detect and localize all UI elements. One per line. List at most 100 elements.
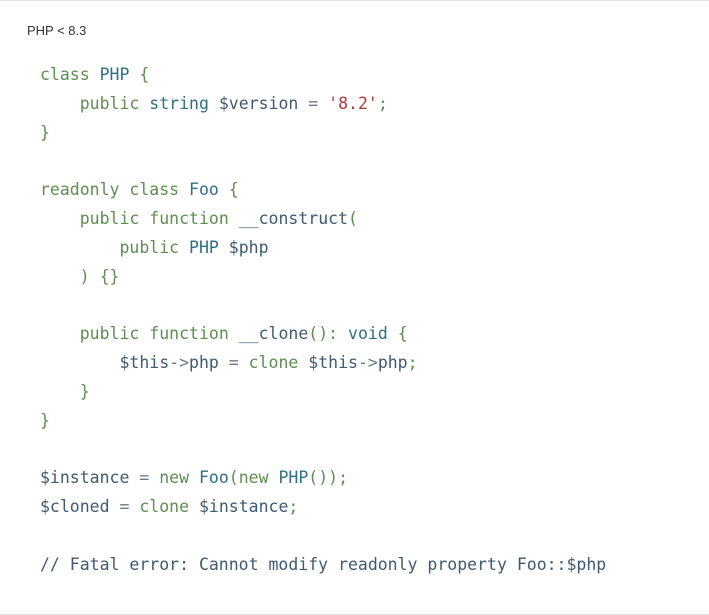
code-token: ());: [308, 468, 349, 488]
code-token: class: [129, 180, 180, 200]
code-line: }: [40, 378, 606, 407]
code-token: new: [238, 468, 269, 488]
code-token: [179, 238, 189, 257]
code-token: [129, 468, 139, 487]
code-line: $instance = new Foo(new PHP());: [40, 464, 606, 493]
code-token: function: [149, 208, 229, 228]
code-token: [388, 324, 398, 343]
code-token: [219, 180, 229, 199]
code-token: PHP: [99, 65, 130, 84]
code-token: [338, 324, 348, 343]
code-token: $instance: [40, 468, 130, 488]
code-token: public: [79, 208, 140, 228]
code-token: ->: [357, 352, 378, 372]
code-token: ->: [169, 352, 190, 372]
code-token: [189, 497, 199, 516]
code-token: Foo: [189, 180, 219, 200]
code-token: [219, 238, 229, 257]
code-block: class PHP { public string $version = '8.…: [40, 61, 606, 579]
code-token: $this: [119, 352, 170, 372]
code-token: ) {}: [79, 266, 120, 286]
code-token: public: [119, 237, 180, 257]
code-token: [239, 353, 249, 372]
code-token: [139, 324, 149, 343]
code-line: $this->php = clone $this->php;: [40, 349, 606, 378]
code-token: new: [159, 468, 190, 488]
code-token: function: [149, 324, 229, 344]
code-token: string: [149, 93, 209, 113]
code-token: =: [119, 496, 130, 516]
code-token: }: [79, 381, 90, 401]
code-token: $instance: [198, 496, 289, 516]
code-token: php: [377, 352, 408, 372]
code-token: [139, 209, 149, 228]
code-line: readonly class Foo {: [40, 176, 606, 205]
code-line: // Fatal error: Cannot modify readonly p…: [40, 551, 606, 580]
code-line: [40, 147, 606, 176]
code-token: (: [348, 208, 358, 228]
code-token: [298, 353, 308, 372]
code-line: class PHP {: [40, 61, 606, 90]
code-line: [40, 522, 606, 551]
code-token: [219, 353, 229, 372]
code-token: $cloned: [40, 496, 110, 516]
code-token: __clone: [238, 324, 309, 344]
version-label: PHP < 8.3: [27, 23, 87, 38]
code-token: [110, 497, 120, 516]
code-token: }: [40, 410, 50, 430]
code-token: [318, 94, 328, 113]
code-token: __construct: [238, 208, 348, 228]
code-line: }: [40, 119, 606, 148]
code-token: Foo: [198, 468, 229, 488]
code-token: (: [228, 468, 239, 488]
code-token: ;: [407, 352, 418, 372]
code-line: [40, 435, 606, 464]
code-line: public function __construct(: [40, 205, 606, 234]
code-token: {: [139, 65, 150, 84]
code-token: }: [40, 122, 50, 142]
code-token: class: [40, 65, 90, 84]
code-token: [40, 267, 80, 286]
code-token: clone: [139, 496, 190, 516]
code-token: ;: [288, 496, 299, 516]
code-token: [119, 180, 129, 199]
code-token: [139, 94, 149, 113]
code-line: $cloned = clone $instance;: [40, 493, 606, 522]
code-token: $version: [218, 93, 299, 113]
code-token: ():: [308, 324, 339, 344]
code-token: [40, 382, 80, 401]
code-token: [40, 324, 80, 343]
code-token: [149, 468, 159, 487]
code-token: readonly: [40, 180, 120, 200]
code-token: public: [79, 93, 140, 113]
code-token: [229, 209, 239, 228]
code-token: [129, 497, 139, 516]
code-token: $this: [308, 352, 358, 372]
code-line: [40, 291, 606, 320]
code-token: =: [308, 93, 319, 113]
code-token: clone: [248, 352, 299, 372]
code-line: public string $version = '8.2';: [40, 90, 606, 119]
code-line: ) {}: [40, 263, 606, 292]
code-token: [209, 94, 219, 113]
code-token: [189, 468, 199, 487]
code-token: ;: [377, 93, 388, 113]
code-token: =: [139, 468, 150, 488]
code-token: [40, 353, 119, 372]
code-token: public: [79, 324, 140, 344]
code-token: [179, 180, 189, 199]
code-token: [40, 238, 119, 257]
code-token: $php: [228, 237, 269, 257]
code-token: =: [228, 352, 239, 372]
code-token: [298, 94, 308, 113]
code-token: // Fatal error: Cannot modify readonly p…: [40, 554, 607, 574]
code-token: [229, 324, 239, 343]
code-token: [269, 468, 279, 487]
code-token: [40, 94, 80, 113]
code-token: PHP: [189, 237, 219, 257]
code-line: public PHP $php: [40, 234, 606, 263]
code-line: public function __clone(): void {: [40, 320, 606, 349]
code-token: php: [189, 352, 219, 372]
code-token: [129, 65, 139, 84]
